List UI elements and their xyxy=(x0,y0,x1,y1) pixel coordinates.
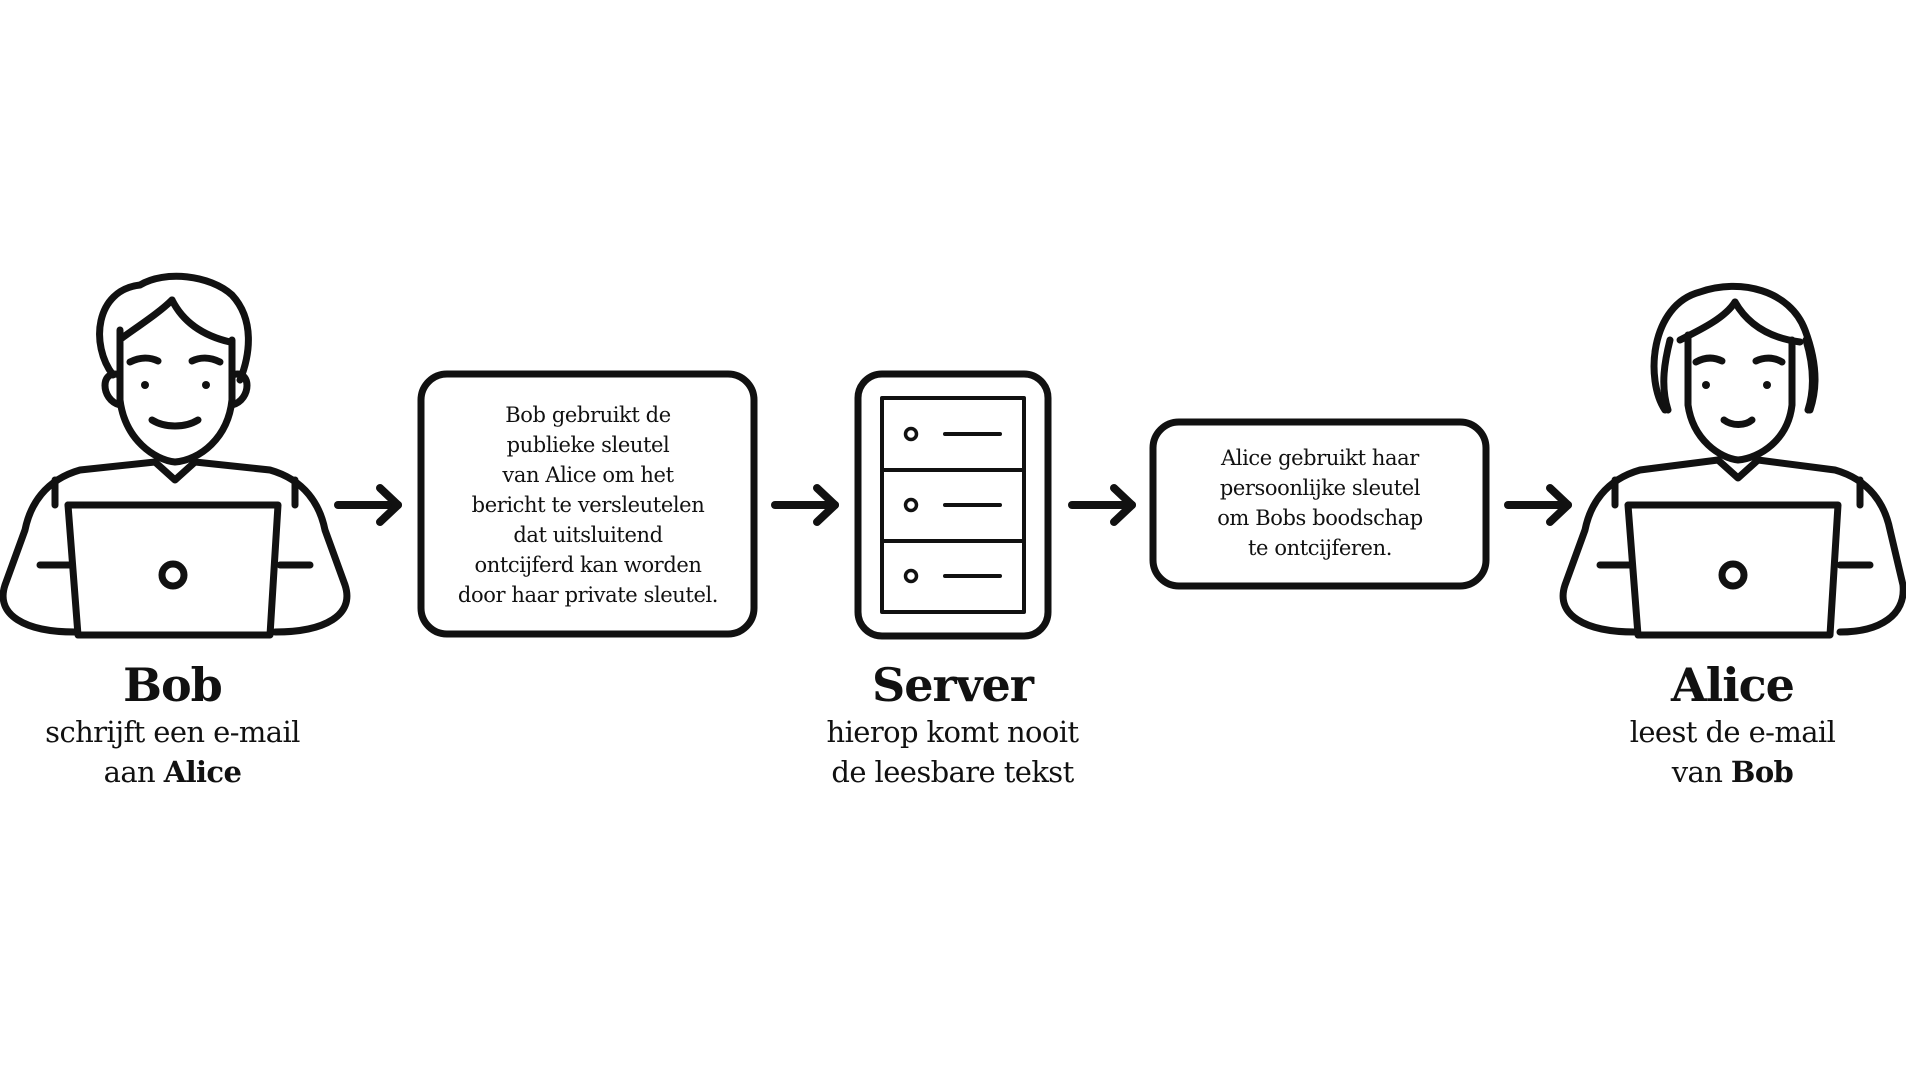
alice-icon xyxy=(1559,282,1906,639)
arrow-right-icon xyxy=(771,484,839,526)
alice-caption: Alice leest de e-mail van Bob xyxy=(1570,658,1895,792)
bob-name: Bob xyxy=(123,658,223,712)
alice-box-text: Alice gebruikt haar persoonlijke sleutel… xyxy=(1217,446,1423,560)
alice-decryption-box xyxy=(1149,418,1490,590)
bob-caption: Bob schrijft een e-mail aan Alice xyxy=(10,658,335,792)
bob-encryption-box xyxy=(417,370,758,638)
server-rack-icon xyxy=(854,370,1052,640)
alice-line2-bold: Bob xyxy=(1730,755,1794,789)
server-description-line1: hierop komt nooit xyxy=(826,715,1080,749)
alice-description-line1: leest de e-mail xyxy=(1629,715,1836,749)
arrow-right-icon xyxy=(1068,484,1136,526)
server-caption: Server hierop komt nooit de leesbare tek… xyxy=(790,658,1115,792)
alice-name: Alice xyxy=(1671,658,1795,712)
server-description-line2: de leesbare tekst xyxy=(831,755,1074,789)
bob-icon xyxy=(0,272,351,639)
alice-description-line2: van Bob xyxy=(1570,752,1895,792)
bob-description-line1: schrijft een e-mail xyxy=(45,715,300,749)
alice-line2-prefix: van xyxy=(1671,755,1731,789)
arrow-right-icon xyxy=(1504,484,1572,526)
bob-description-line2: aan Alice xyxy=(10,752,335,792)
bob-line2-prefix: aan xyxy=(103,755,164,789)
arrow-right-icon xyxy=(334,484,402,526)
server-name: Server xyxy=(872,658,1034,712)
bob-line2-bold: Alice xyxy=(163,755,242,789)
bob-box-text: Bob gebruikt de publieke sleutel van Ali… xyxy=(457,402,719,607)
